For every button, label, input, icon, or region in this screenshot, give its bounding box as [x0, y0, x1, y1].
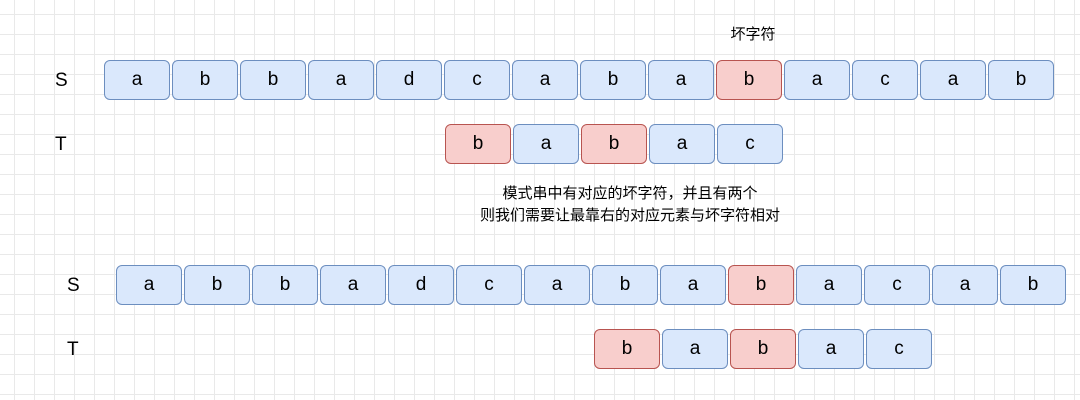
caption: 模式串中有对应的坏字符，并且有两个 则我们需要让最靠右的对应元素与坏字符相对: [430, 183, 830, 227]
top-t-cell-1: a: [513, 124, 579, 164]
top-t-cell-0: b: [445, 124, 511, 164]
top-s-cell-5: c: [444, 60, 510, 100]
top-t-label: T: [55, 134, 67, 155]
bottom-s-cell-12: a: [932, 265, 998, 305]
bottom-s-cell-3: a: [320, 265, 386, 305]
top-t-cell-3: a: [649, 124, 715, 164]
bottom-s-cell-0: a: [116, 265, 182, 305]
top-s-cell-3: a: [308, 60, 374, 100]
bottom-t-cell-0: b: [594, 329, 660, 369]
bottom-t-cell-4: c: [866, 329, 932, 369]
bottom-t-cell-2: b: [730, 329, 796, 369]
top-s-label: S: [55, 70, 68, 91]
bottom-s-label: S: [67, 275, 80, 296]
caption-line-2: 则我们需要让最靠右的对应元素与坏字符相对: [479, 207, 780, 224]
bottom-t-label: T: [67, 339, 79, 360]
top-s-cell-2: b: [240, 60, 306, 100]
bottom-s-cell-8: a: [660, 265, 726, 305]
top-t-cell-2: b: [581, 124, 647, 164]
bottom-s-cell-6: a: [524, 265, 590, 305]
bottom-s-cell-11: c: [864, 265, 930, 305]
top-s-cell-13: b: [988, 60, 1054, 100]
bottom-s-cell-9: b: [728, 265, 794, 305]
caption-line-1: 模式串中有对应的坏字符，并且有两个: [502, 185, 758, 202]
top-s-cell-12: a: [920, 60, 986, 100]
bottom-s-cell-4: d: [388, 265, 454, 305]
bottom-t-cell-3: a: [798, 329, 864, 369]
bottom-s-cell-10: a: [796, 265, 862, 305]
top-s-cell-10: a: [784, 60, 850, 100]
bottom-s-cell-1: b: [184, 265, 250, 305]
top-t-cell-4: c: [717, 124, 783, 164]
bottom-s-cell-7: b: [592, 265, 658, 305]
top-s-cell-1: b: [172, 60, 238, 100]
top-s-cell-0: a: [104, 60, 170, 100]
bad-char-label: 坏字符: [730, 26, 776, 43]
top-s-cell-8: a: [648, 60, 714, 100]
bottom-s-cell-5: c: [456, 265, 522, 305]
bottom-s-cell-2: b: [252, 265, 318, 305]
top-s-cell-7: b: [580, 60, 646, 100]
bottom-s-cell-13: b: [1000, 265, 1066, 305]
top-s-cell-6: a: [512, 60, 578, 100]
top-s-cell-9: b: [716, 60, 782, 100]
bottom-t-cell-1: a: [662, 329, 728, 369]
top-s-cell-4: d: [376, 60, 442, 100]
top-s-cell-11: c: [852, 60, 918, 100]
